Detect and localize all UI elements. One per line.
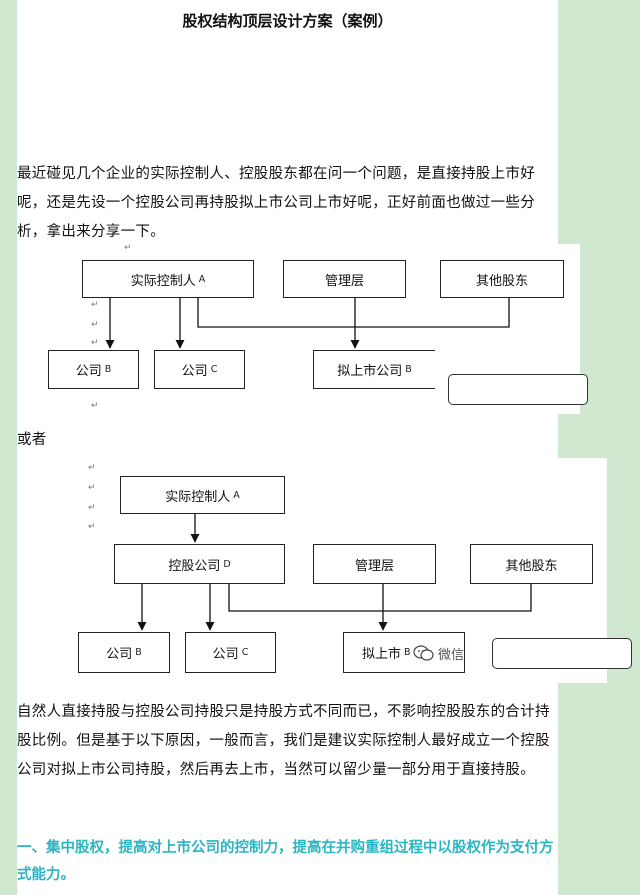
other-shareholders-box: 其他股东 <box>470 544 593 584</box>
paragraph-mark: ↵ <box>91 320 99 330</box>
box-code: B <box>405 364 412 375</box>
box-code: A <box>198 273 206 285</box>
paragraph-mark: ↵ <box>88 503 96 513</box>
holding-company-box: 控股公司 D <box>114 544 285 584</box>
box-label: 公司 <box>181 364 208 379</box>
rounded-box <box>492 638 632 669</box>
box-label: 其他股东 <box>505 558 558 574</box>
box-label: 管理层 <box>354 558 394 574</box>
company-c-box: 公司 C <box>154 350 245 389</box>
document-title: 股权结构顶层设计方案（案例） <box>182 12 393 30</box>
box-code: B <box>135 647 142 658</box>
box-code: C <box>210 364 218 375</box>
box-label: 实际控制人 <box>130 273 196 289</box>
box-label: 公司 <box>212 647 239 662</box>
other-shareholders-box: 其他股东 <box>440 260 564 298</box>
controller-box: 实际控制人 A <box>120 476 285 514</box>
paragraph-mark: ↵ <box>91 401 99 411</box>
listing-company-box: 拟上市公司 B <box>313 350 435 389</box>
rounded-box <box>448 374 588 405</box>
company-b-box: 公司 B <box>78 632 170 673</box>
paragraph-mark: ↵ <box>88 463 96 473</box>
paragraph-mark: ↵ <box>91 338 99 348</box>
company-c-box: 公司 C <box>185 632 276 673</box>
separator-text: 或者 <box>17 432 47 448</box>
paragraph-mark: ↵ <box>88 483 96 493</box>
management-box: 管理层 <box>313 544 436 584</box>
box-code: D <box>223 558 231 570</box>
box-code: B <box>404 647 411 658</box>
box-code: A <box>233 489 240 501</box>
wechat-logo-icon <box>413 645 434 661</box>
company-b-box: 公司 B <box>48 350 139 389</box>
box-label: 公司 <box>75 364 102 379</box>
box-label: 管理层 <box>324 273 364 289</box>
section-heading: 一、集中股权，提高对上市公司的控制力，提高在并购重组过程中以股权作为支付方式能力… <box>17 839 554 883</box>
box-label: 实际控制人 <box>165 489 231 505</box>
reason-paragraph: 自然人直接持股与控股公司持股只是持股方式不同而已，不影响控股股东的合计持股比例。… <box>17 704 550 778</box>
box-label: 公司 <box>106 647 133 662</box>
box-label: 其他股东 <box>475 273 528 289</box>
controller-box: 实际控制人 A <box>82 260 254 298</box>
paragraph-mark: ↵ <box>91 300 99 310</box>
paragraph-mark: ↵ <box>88 522 96 532</box>
management-box: 管理层 <box>283 260 406 298</box>
paragraph-mark: ↵ <box>124 243 132 253</box>
watermark: 微信 <box>413 640 483 666</box>
listing-company-box: 拟上市 B <box>343 632 465 673</box>
box-label: 拟上市公司 <box>337 364 403 379</box>
box-code: C <box>241 647 249 658</box>
box-label: 控股公司 <box>168 558 221 574</box>
box-code: B <box>104 364 112 375</box>
watermark-text: 微信 <box>438 647 465 663</box>
document-page <box>17 0 558 895</box>
intro-paragraph: 最近碰见几个企业的实际控制人、控股股东都在问一个问题，是直接持股上市好呢，还是先… <box>17 166 535 240</box>
box-label: 拟上市 <box>362 647 402 662</box>
